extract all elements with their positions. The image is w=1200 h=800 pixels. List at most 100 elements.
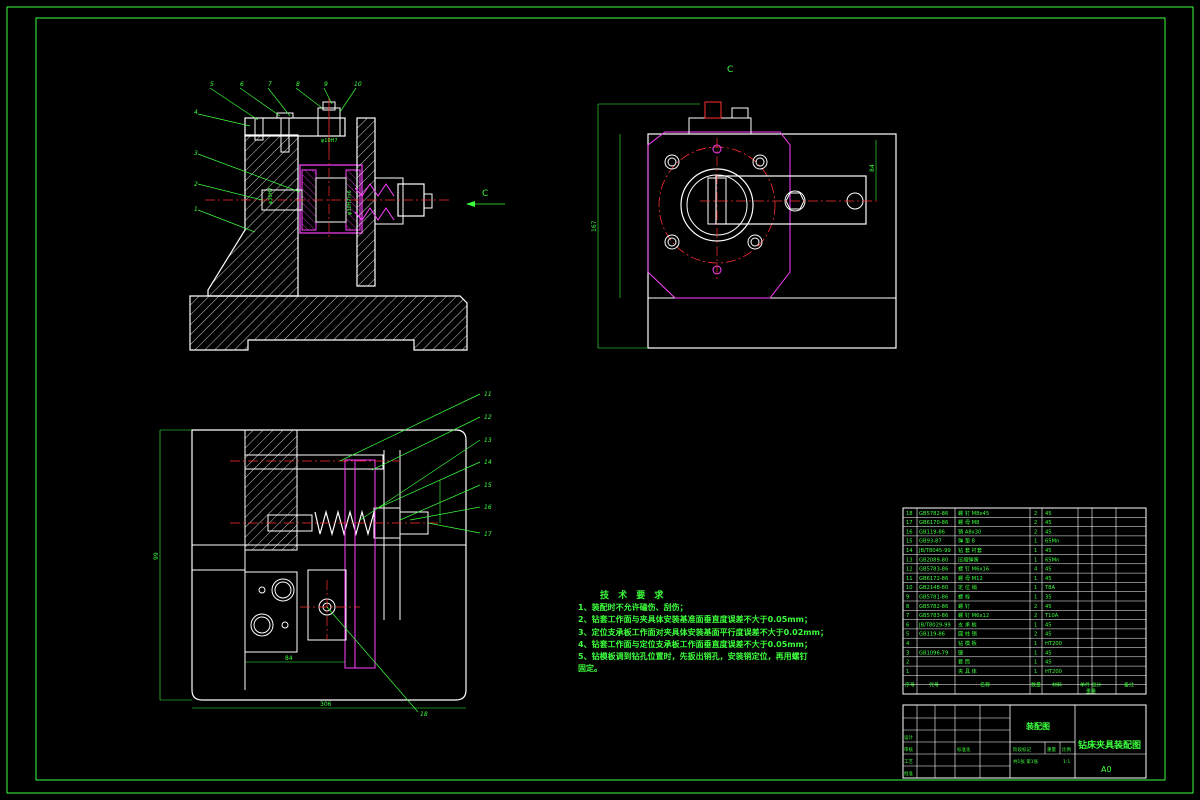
bom-cell-qty: 1 (1034, 622, 1037, 628)
bom-cell-name: 圆 柱 销 (958, 630, 977, 638)
label-scale: 比例 (1062, 746, 1071, 753)
bom-cell-no: 6 (906, 622, 909, 628)
bom-header-cell: 数量 (1031, 682, 1041, 689)
callout-3: 3 (194, 150, 198, 157)
bom-cell-name: 螺 钉 M6x16 (958, 565, 989, 573)
bom-header-cell: 材料 (1052, 682, 1062, 689)
callout-10: 10 (354, 81, 362, 88)
svg-text:φ10H7: φ10H7 (321, 138, 338, 144)
side-view-label: C (727, 65, 733, 75)
bom-cell-qty: 1 (1034, 660, 1037, 666)
bom-cell-qty: 1 (1034, 595, 1037, 601)
bom-cell-code: GB2148-80 (919, 585, 948, 591)
dim-width-bottom: 306 (320, 701, 332, 708)
bom-cell-mat: 45 (1045, 604, 1052, 610)
bom-cell-code: GB93-87 (919, 539, 942, 545)
bom-cell-mat: HT200 (1045, 669, 1062, 675)
bom-cell-qty: 2 (1034, 529, 1037, 535)
inner-frame (35, 17, 1166, 781)
bom-header-cell: 名称 (980, 682, 990, 689)
bom-cell-qty: 1 (1034, 650, 1037, 656)
callout-18: 18 (420, 711, 428, 718)
bom-cell-mat: 45 (1045, 622, 1052, 628)
bom-cell-mat: T10A (1044, 613, 1059, 619)
bom-cell-code: GB6172-86 (919, 576, 948, 582)
bom-cell-no: 7 (906, 613, 909, 619)
callout-8: 8 (296, 81, 300, 88)
bom-cell-code: GB119-86 (919, 529, 945, 535)
bom-header-cell: 重量 (1086, 688, 1096, 695)
bom-cell-code: JB/T8045-99 (918, 548, 951, 554)
bom-cell-code: GB5783-86 (919, 613, 948, 619)
label-standard: 标准化 (957, 746, 971, 753)
callout-14: 14 (484, 459, 492, 466)
bom-header-cell: 序号 (905, 682, 915, 689)
plan-view: 99 306 84 (153, 429, 467, 709)
sheet-size: A0 (1101, 765, 1112, 774)
note-1: 1、装配时不允许磕伤、刮伤； (578, 603, 688, 613)
bom-cell-qty: 4 (1034, 567, 1038, 573)
bom-cell-mat: T8A (1044, 585, 1055, 591)
note-3: 3、定位支承板工作面对夹具体安装基面平行度误差不大于0.02mm； (578, 627, 828, 637)
label-designer: 设计 (904, 734, 913, 741)
plan-callouts: 11 12 13 14 15 16 17 18 (326, 391, 492, 718)
bom-cell-name: 螺 栓 (958, 593, 971, 601)
label-checker: 审核 (904, 746, 913, 753)
bom-cell-no: 13 (906, 557, 913, 563)
bom-cell-qty: 2 (1034, 604, 1037, 610)
bom-cell-name: 螺 钉 (958, 602, 970, 610)
callout-7: 7 (268, 81, 272, 88)
bom-cell-name: 压缩弹簧 (958, 555, 979, 563)
svg-text:φ30H7/n6: φ30H7/n6 (347, 190, 353, 215)
bom-cell-mat: 65Mn (1045, 539, 1059, 545)
dim-left-height: 99 (153, 552, 160, 560)
bom-cell-no: 5 (906, 632, 909, 638)
bom-cell-qty: 2 (1034, 613, 1037, 619)
bom-cell-no: 1 (906, 669, 909, 675)
bom-cell-code: GB5783-86 (919, 567, 948, 573)
bom-cell-mat: 45 (1045, 650, 1052, 656)
bom-cell-name: 螺 母 M12 (958, 574, 983, 582)
bom-cell-mat: 45 (1045, 576, 1052, 582)
bom-header-cell: 代号 (929, 682, 939, 689)
bom-cell-code: GB5781-86 (919, 595, 948, 601)
bom-cell-no: 17 (906, 520, 913, 526)
bom-cell-name: 定 位 销 (958, 583, 977, 591)
bom-cell-name: 螺 母 M8 (958, 518, 979, 526)
bom-cell-qty: 2 (1034, 632, 1037, 638)
dim-small: 84 (285, 655, 293, 662)
bom-cell-no: 15 (906, 539, 913, 545)
dim-right-height: 167 (591, 220, 598, 232)
callout-6: 6 (240, 81, 244, 88)
bom-cell-name: 套 筒 (958, 658, 970, 666)
bom-cell-mat: 65Mn (1045, 557, 1059, 563)
bom-cell-qty: 1 (1034, 557, 1037, 563)
callout-11: 11 (484, 391, 492, 398)
label-weight: 重量 (1047, 746, 1056, 753)
bom-cell-qty: 1 (1034, 641, 1037, 647)
bom-cell-mat: 45 (1045, 567, 1052, 573)
label-process: 工艺 (904, 759, 913, 765)
note-6: 固定。 (578, 664, 602, 674)
bom-cell-name: 支 承 板 (958, 620, 978, 628)
bom-cell-name: 销 A8x30 (958, 527, 981, 535)
side-view: C 167 84 (591, 65, 897, 349)
bom-cell-no: 14 (906, 548, 913, 554)
bom-cell-name: 螺 钉 M8x45 (958, 509, 989, 517)
label-approve: 批准 (904, 770, 913, 777)
dim-b: 84 (869, 164, 876, 172)
note-4: 4、钻套工作面与定位支承板工作面垂直度误差不大于0.05mm； (578, 639, 812, 649)
title-name: 钻床夹具装配图 (1078, 739, 1141, 751)
bom-cell-qty: 1 (1034, 548, 1037, 554)
svg-text:φ30H7: φ30H7 (268, 187, 274, 204)
callout-15: 15 (484, 482, 492, 489)
bom-cell-qty: 1 (1034, 539, 1037, 545)
bom-cell-qty: 1 (1034, 585, 1037, 591)
callout-13: 13 (484, 437, 492, 444)
bom-cell-code: GB2089-80 (919, 557, 948, 563)
bom-cell-code: GB5782-86 (919, 511, 948, 517)
bom-cell-no: 10 (906, 585, 913, 591)
bom-cell-name: 弹 垫 8 (958, 537, 975, 545)
